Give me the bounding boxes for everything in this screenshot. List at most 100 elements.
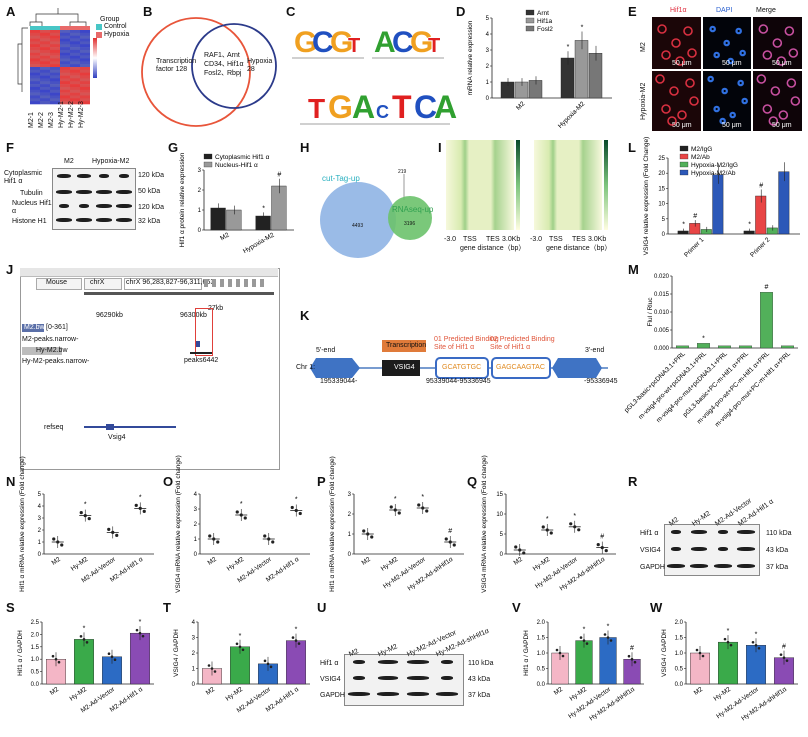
wb-band xyxy=(670,547,681,551)
if-cell xyxy=(770,86,781,96)
heatmap-cell xyxy=(80,98,90,102)
chr-select-value: chrX xyxy=(90,279,105,286)
browser-menubar[interactable] xyxy=(20,268,278,277)
data-point xyxy=(417,503,421,507)
data-point xyxy=(729,643,733,647)
heatmap-cell xyxy=(60,32,70,36)
x-tick-label: Primer 1 xyxy=(683,236,706,259)
heatmap-cell xyxy=(30,41,40,45)
y-tick-label: 5 xyxy=(486,16,490,22)
wb-r-kda-3: 37 kDa xyxy=(766,564,789,571)
y-tick-label: 0 xyxy=(198,228,202,234)
wb-band xyxy=(717,547,728,551)
heatmap-cell xyxy=(40,47,50,51)
heatmap-cell xyxy=(60,55,70,59)
legend-swatch xyxy=(525,17,535,24)
heatmap-cell xyxy=(50,72,60,76)
track-color-m2 xyxy=(22,324,44,332)
data-point xyxy=(606,636,610,639)
panel-letter-o: O xyxy=(163,474,174,489)
wb-band xyxy=(347,692,370,696)
heatmap-legend-title: Group xyxy=(100,16,120,23)
data-point xyxy=(782,656,786,659)
heatmap-cell xyxy=(80,75,90,79)
legend-swatch xyxy=(679,145,689,152)
y-axis-label: mRNA relative expression xyxy=(467,20,474,95)
data-point xyxy=(751,640,755,644)
heatmap-cell xyxy=(60,49,70,54)
significance-mark: * xyxy=(421,494,424,501)
y-tick-label: 1 xyxy=(198,208,202,214)
y-tick-label: 2 xyxy=(348,512,352,518)
prof-tick-3a: TES xyxy=(486,236,500,243)
heatmap-cell xyxy=(60,86,70,91)
heatmap-cell xyxy=(70,64,80,68)
peak-highlight-box xyxy=(195,308,213,356)
y-tick-label: 1.5 xyxy=(675,636,684,642)
k-site2: 02 Predicted Binding Site of Hif1 α xyxy=(490,336,555,351)
data-point xyxy=(238,645,242,649)
wb-u-kda-1: 110 kDa xyxy=(468,660,494,667)
y-tick-label: 0 xyxy=(194,552,198,558)
if-cell xyxy=(784,26,795,36)
browser-toolbar-icons[interactable] xyxy=(204,279,264,287)
heatmap-cell xyxy=(80,55,90,59)
panel-letter-k: K xyxy=(300,308,310,323)
venn-b-center2-3: Rbpj xyxy=(227,70,242,77)
heatmap-cell xyxy=(60,72,70,76)
heatmap-cell xyxy=(50,75,60,79)
heatmap-cell xyxy=(60,89,70,93)
y-tick-label: 2.0 xyxy=(537,620,546,626)
heatmap-cell xyxy=(30,38,40,42)
heatmap-cell xyxy=(70,55,80,59)
k-start: 195339044- xyxy=(320,378,358,385)
y-axis-label: VSIG4 / GAPDH xyxy=(173,629,180,677)
y-tick-label: 0.0 xyxy=(537,682,546,688)
significance-mark: * xyxy=(682,222,685,229)
chr-select[interactable] xyxy=(84,278,122,290)
y-tick-label: 5 xyxy=(38,492,42,498)
heatmap-cell xyxy=(60,58,70,62)
y-tick-label: 1 xyxy=(38,540,42,546)
venn-h-left: cut-Tag-up xyxy=(322,174,360,183)
wb-band xyxy=(690,564,709,568)
venn-b-center-2: CD34、 xyxy=(204,61,229,68)
data-point xyxy=(549,531,553,535)
data-point xyxy=(87,517,91,521)
if-scale-3: 50 μm xyxy=(772,60,792,67)
data-point xyxy=(582,639,586,642)
x-tick-label: Hy-M2 xyxy=(224,686,244,703)
locus-input[interactable] xyxy=(124,278,202,290)
wb-f-kda-3: 120 kDa xyxy=(138,204,165,211)
significance-mark: * xyxy=(295,497,298,504)
if-cell xyxy=(762,50,773,60)
heatmap-cell xyxy=(60,47,70,51)
x-tick-label: Hy-M2 xyxy=(712,686,732,703)
x-tick-label: M2 xyxy=(219,231,231,242)
prof-tick-2b: TSS xyxy=(549,236,563,243)
y-tick-label: 0.5 xyxy=(537,667,546,673)
wb-band xyxy=(737,547,756,551)
data-point xyxy=(452,543,456,547)
heatmap-cell xyxy=(80,81,90,85)
wb-f-kda-2: 50 kDa xyxy=(138,188,161,195)
data-point xyxy=(779,653,783,656)
if-cell xyxy=(786,78,797,88)
heatmap-cell xyxy=(30,95,40,99)
wb-band xyxy=(406,660,429,664)
y-tick-label: 0 xyxy=(500,552,504,558)
heatmap-cell xyxy=(40,58,50,62)
genome-select[interactable] xyxy=(36,278,82,290)
x-tick-label: Hy-M2-Ad-shHif1α xyxy=(588,686,636,723)
wb-r-row-2: VSIG4 xyxy=(640,547,661,554)
track-label-hy-peaks: Hy-M2-peaks.narrow- xyxy=(22,358,90,365)
prof-tick-2a: TSS xyxy=(463,236,477,243)
legend-swatch xyxy=(203,153,213,160)
data-point xyxy=(370,535,374,539)
data-point xyxy=(397,511,401,515)
wb-band xyxy=(56,218,72,222)
if-cell xyxy=(713,105,720,113)
